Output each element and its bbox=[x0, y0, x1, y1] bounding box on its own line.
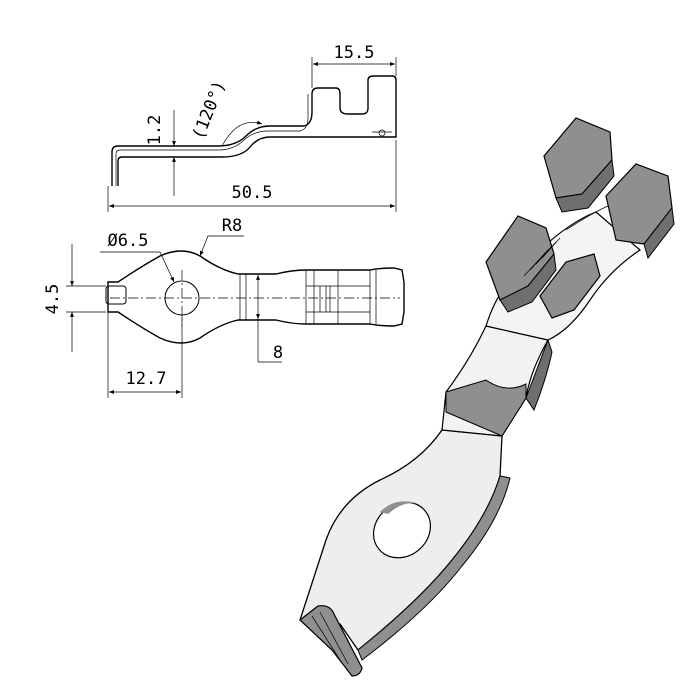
dimension-tab-height: 4.5 bbox=[43, 284, 63, 315]
side-view-profile bbox=[111, 75, 397, 186]
top-view: Ø6.5 R8 4.5 8 12.7 bbox=[43, 216, 405, 398]
part-barrel-edge bbox=[565, 205, 609, 231]
dimension-angle: (120°) bbox=[189, 78, 231, 142]
part-end-tab-line bbox=[319, 611, 349, 665]
part-ring-hole-wall bbox=[380, 501, 418, 514]
dimension-overall-length: 50.5 bbox=[232, 183, 273, 203]
part-wing-tab-upper-face bbox=[555, 158, 615, 213]
top-view-outline bbox=[107, 250, 405, 344]
isometric-part-view bbox=[299, 117, 675, 677]
part-end-tab-line bbox=[311, 615, 341, 661]
dimension-ring-offset: 12.7 bbox=[126, 369, 167, 389]
part-ring-edge bbox=[357, 475, 511, 661]
top-view-end-tab bbox=[105, 285, 127, 305]
side-view-pin-hole bbox=[378, 129, 386, 137]
leader-line bbox=[159, 251, 175, 283]
part-end-tab bbox=[299, 605, 363, 677]
dimension-thickness: 1.2 bbox=[145, 115, 165, 146]
angle-arc bbox=[221, 120, 263, 147]
dimension-radius: R8 bbox=[222, 216, 242, 236]
dimension-body-width: 8 bbox=[273, 343, 283, 363]
dimension-hole-diameter: Ø6.5 bbox=[108, 231, 149, 251]
leader-line bbox=[199, 235, 209, 257]
part-neck-step bbox=[445, 379, 527, 437]
side-view-inner-line bbox=[115, 94, 309, 186]
part-neck-side bbox=[525, 338, 553, 412]
part-wing-tab-mid bbox=[539, 253, 601, 319]
part-serration-line bbox=[541, 237, 561, 259]
part-wing-tab-lower-face bbox=[499, 252, 557, 313]
side-view: 15.5 (120°) 1.2 50.5 bbox=[107, 43, 397, 212]
part-wing-tab-right-face bbox=[643, 206, 675, 260]
dimension-top-width: 15.5 bbox=[334, 43, 375, 63]
